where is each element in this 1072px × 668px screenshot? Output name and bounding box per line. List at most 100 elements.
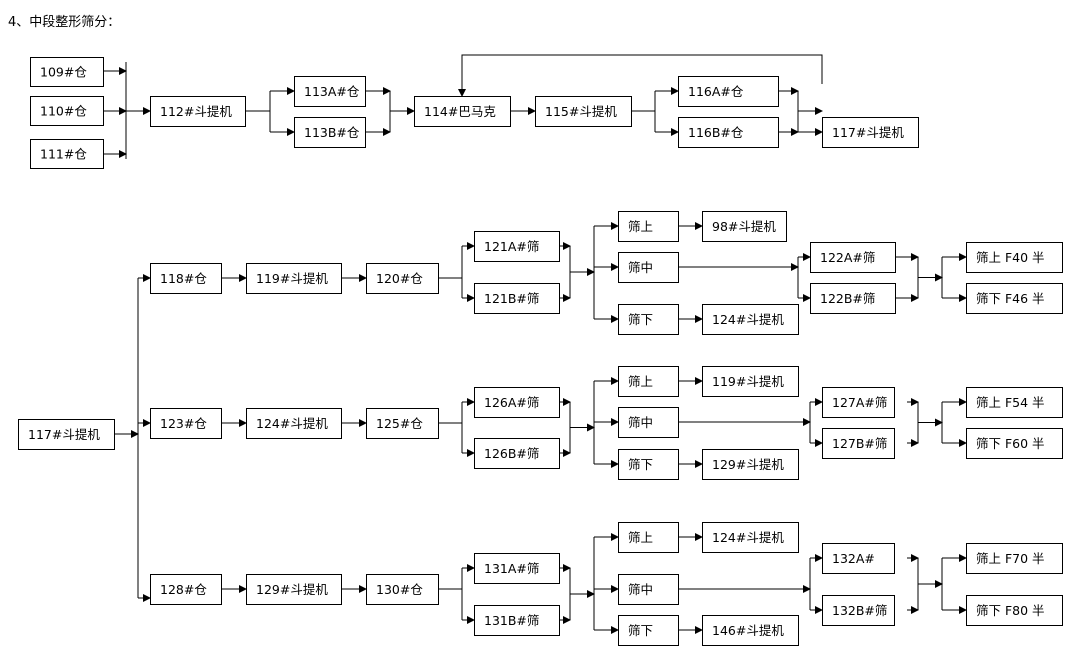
- node-box-b117: [18, 419, 115, 450]
- node-label-b117: 117#斗提机: [28, 427, 100, 442]
- node-label-s3up: 筛上: [628, 530, 653, 545]
- node-label-b120: 120#仓: [376, 271, 423, 286]
- node-box-b126a: [474, 387, 560, 418]
- node-box-s3dn: [618, 615, 679, 646]
- node-label-b98: 98#斗提机: [712, 219, 776, 234]
- node-box-f70: [966, 543, 1063, 574]
- node-boxes: 109#仓110#仓111#仓112#斗提机113A#仓113B#仓114#巴马…: [18, 57, 1063, 646]
- node-label-b130: 130#仓: [376, 582, 423, 597]
- node-label-b113b: 113B#仓: [304, 125, 360, 140]
- node-label-b115: 115#斗提机: [545, 104, 617, 119]
- node-box-s2up: [618, 366, 679, 397]
- node-box-b98: [702, 211, 787, 242]
- node-label-s2mid: 筛中: [628, 415, 653, 430]
- node-box-b129: [246, 574, 342, 605]
- node-label-b117top: 117#斗提机: [832, 125, 904, 140]
- node-label-b116a: 116A#仓: [688, 84, 744, 99]
- node-box-f46: [966, 283, 1063, 314]
- node-label-b122b: 122B#筛: [820, 291, 875, 306]
- node-box-b127b: [822, 428, 895, 459]
- node-box-b124y: [702, 522, 799, 553]
- node-box-b124: [246, 408, 342, 439]
- node-label-b124: 124#斗提机: [256, 416, 328, 431]
- node-label-b124x: 124#斗提机: [712, 312, 784, 327]
- node-label-b116b: 116B#仓: [688, 125, 744, 140]
- page-title: 4、中段整形筛分：: [8, 15, 121, 30]
- node-box-b114: [414, 96, 511, 127]
- node-label-b127a: 127A#筛: [832, 395, 887, 410]
- node-label-f80: 筛下 F80 半: [976, 603, 1045, 618]
- node-box-s3mid: [618, 574, 679, 605]
- node-box-b116a: [678, 76, 779, 107]
- node-label-s1mid: 筛中: [628, 260, 653, 275]
- connector-lines: [103, 54, 967, 634]
- node-box-f80: [966, 595, 1063, 626]
- node-box-b113b: [294, 117, 366, 148]
- flow-arrow: [458, 54, 823, 97]
- node-label-b146: 146#斗提机: [712, 623, 784, 638]
- node-label-b109: 109#仓: [40, 65, 87, 80]
- node-box-b117top: [822, 117, 919, 148]
- node-label-b126a: 126A#筛: [484, 395, 539, 410]
- node-label-b131a: 131A#筛: [484, 561, 539, 576]
- node-label-s3dn: 筛下: [628, 623, 653, 638]
- node-box-b121a: [474, 231, 560, 262]
- node-label-b112: 112#斗提机: [160, 104, 232, 119]
- node-box-f54: [966, 387, 1063, 418]
- node-label-b119: 119#斗提机: [256, 271, 328, 286]
- node-box-b122a: [810, 242, 896, 273]
- node-label-b126b: 126B#筛: [484, 446, 539, 461]
- node-box-b120: [366, 263, 439, 294]
- node-box-b132b: [822, 595, 895, 626]
- node-box-b116b: [678, 117, 779, 148]
- node-label-b121b: 121B#筛: [484, 291, 539, 306]
- node-label-b128: 128#仓: [160, 582, 207, 597]
- node-label-b124y: 124#斗提机: [712, 530, 784, 545]
- node-label-b129x: 129#斗提机: [712, 457, 784, 472]
- node-label-b125: 125#仓: [376, 416, 423, 431]
- node-box-b121b: [474, 283, 560, 314]
- node-box-b123: [150, 408, 222, 439]
- node-box-s2dn: [618, 449, 679, 480]
- node-box-b126b: [474, 438, 560, 469]
- node-box-b122b: [810, 283, 896, 314]
- node-label-f60: 筛下 F60 半: [976, 436, 1045, 451]
- node-label-s1dn: 筛下: [628, 312, 653, 327]
- node-box-s3up: [618, 522, 679, 553]
- node-box-s1mid: [618, 252, 679, 283]
- node-label-s2dn: 筛下: [628, 457, 653, 472]
- node-label-b119x: 119#斗提机: [712, 374, 784, 389]
- flow-arrow: [797, 111, 823, 136]
- node-box-b118: [150, 263, 222, 294]
- node-label-f70: 筛上 F70 半: [976, 551, 1045, 566]
- node-box-b113a: [294, 76, 366, 107]
- node-box-b127a: [822, 387, 895, 418]
- node-box-b115: [535, 96, 632, 127]
- node-box-b131a: [474, 553, 560, 584]
- node-box-b111: [30, 139, 104, 169]
- node-box-b124x: [702, 304, 799, 335]
- node-label-s1up: 筛上: [628, 219, 653, 234]
- node-label-b118: 118#仓: [160, 271, 207, 286]
- node-label-b113a: 113A#仓: [304, 84, 360, 99]
- node-label-s2up: 筛上: [628, 374, 653, 389]
- node-label-b129: 129#斗提机: [256, 582, 328, 597]
- node-label-b123: 123#仓: [160, 416, 207, 431]
- node-box-b109: [30, 57, 104, 87]
- node-box-b146: [702, 615, 799, 646]
- node-box-b128: [150, 574, 222, 605]
- node-box-f60: [966, 428, 1063, 459]
- node-label-b127b: 127B#筛: [832, 436, 887, 451]
- node-label-b132b: 132B#筛: [832, 603, 887, 618]
- node-box-b130: [366, 574, 439, 605]
- node-box-b131b: [474, 605, 560, 636]
- node-box-s1dn: [618, 304, 679, 335]
- node-label-b111: 111#仓: [40, 147, 87, 162]
- node-label-b110: 110#仓: [40, 104, 87, 119]
- node-box-b112: [150, 96, 246, 127]
- node-box-b110: [30, 96, 104, 126]
- node-box-f40: [966, 242, 1063, 273]
- node-label-b122a: 122A#筛: [820, 250, 875, 265]
- node-box-b132a: [822, 543, 895, 574]
